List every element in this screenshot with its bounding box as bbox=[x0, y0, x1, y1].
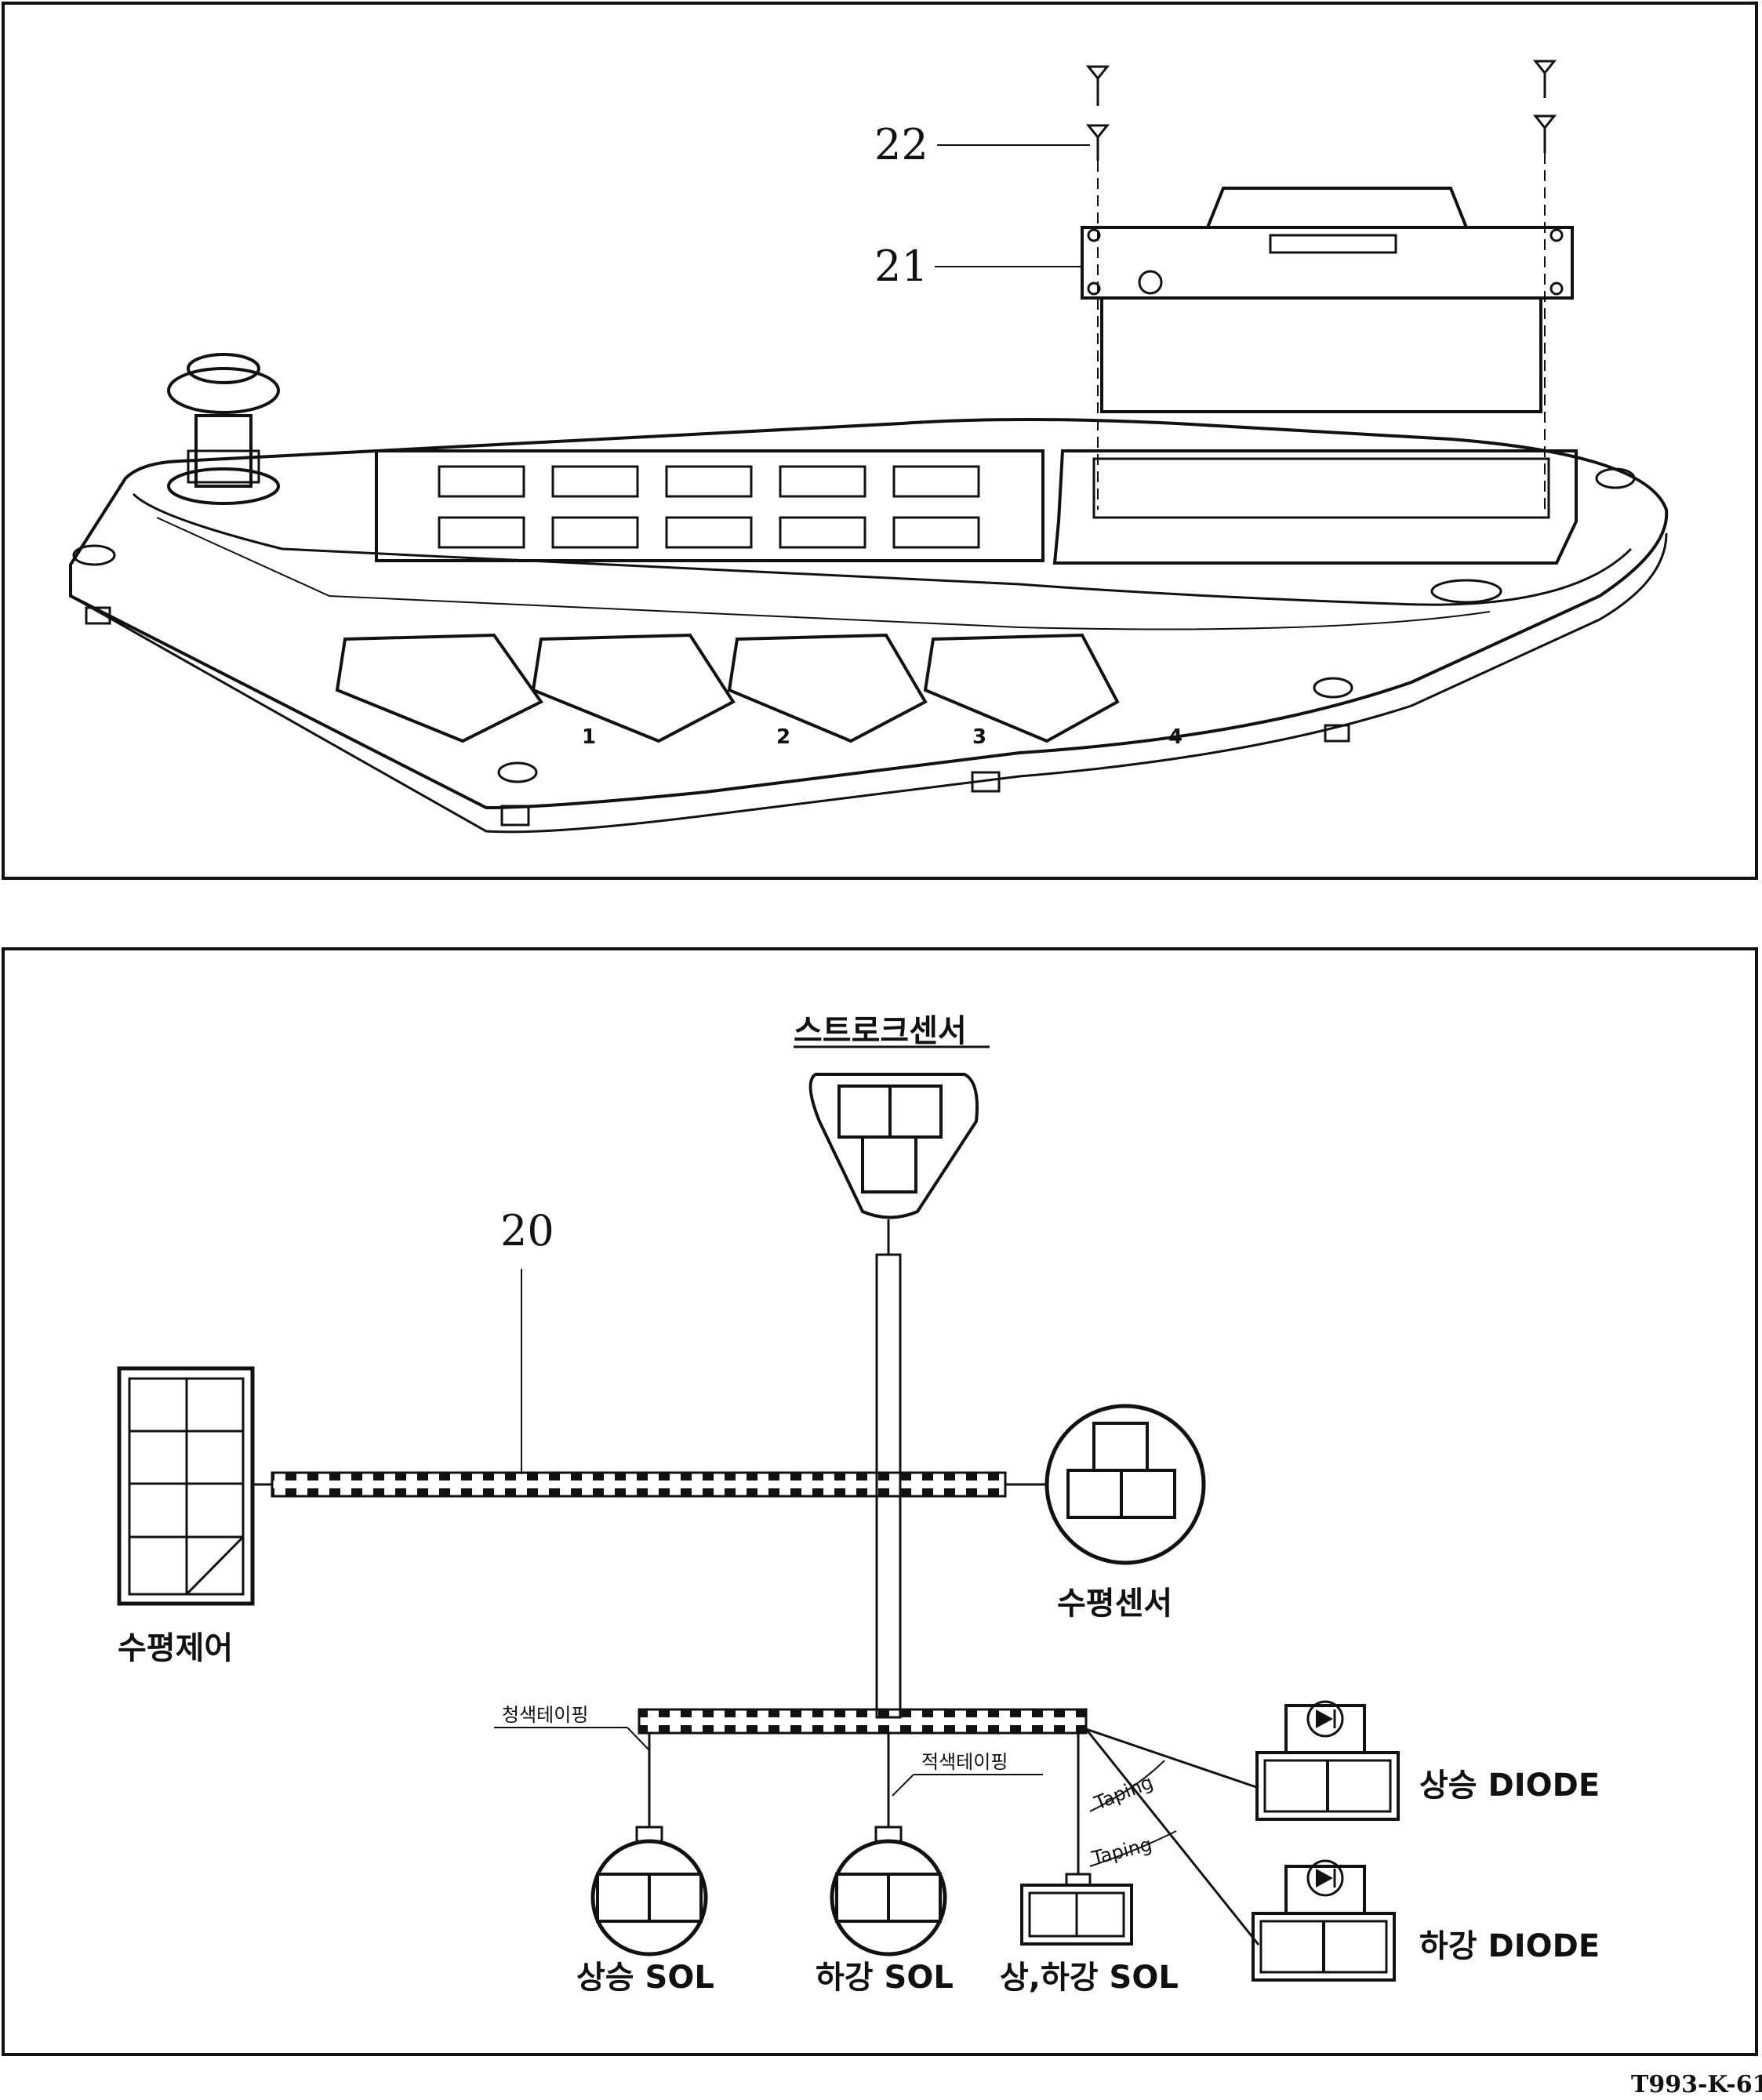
blue-taping-label: 청색테이핑 bbox=[502, 1704, 588, 1726]
panel-switch bbox=[665, 516, 753, 549]
figure-code: T993-K-611B bbox=[1631, 2071, 1762, 2098]
key-label-4: 4 bbox=[1168, 725, 1183, 749]
harness-lower-branch bbox=[638, 1708, 1088, 1735]
horizontal-control-connector: 수평제어 bbox=[117, 1366, 272, 1666]
up-diode-connector: 상승 DIODE bbox=[1255, 1700, 1600, 1821]
callout-21: 21 bbox=[874, 242, 928, 291]
up-sol-label: 상승 SOL bbox=[576, 1960, 714, 1996]
down-diode-connector: 하강 DIODE bbox=[1252, 1859, 1600, 1982]
upper-panel: 1 2 3 4 bbox=[2, 2, 1758, 880]
horizontal-control-label: 수평제어 bbox=[118, 1630, 233, 1666]
up-sol-connector: 상승 SOL bbox=[576, 1826, 714, 1996]
stroke-sensor-label: 스트로크센서 bbox=[794, 1013, 967, 1049]
taping-label-2: Taping bbox=[1089, 1833, 1154, 1869]
lower-panel: 스트로크센서 수평제어 수평센서 bbox=[2, 947, 1758, 2056]
panel-switch bbox=[551, 465, 639, 498]
horizontal-sensor-label: 수평센서 bbox=[1057, 1586, 1172, 1622]
screws bbox=[1085, 60, 1557, 510]
panel-switch bbox=[892, 465, 980, 498]
mounting-bosses bbox=[72, 467, 1636, 827]
horizontal-sensor-connector: 수평센서 bbox=[1005, 1404, 1206, 1622]
harness-horizontal-trunk bbox=[271, 1471, 1007, 1498]
callout-22: 22 bbox=[874, 120, 928, 169]
key-buttons: 1 2 3 4 bbox=[335, 633, 1183, 749]
panel-switch bbox=[892, 516, 980, 549]
down-diode-label: 하강 DIODE bbox=[1419, 1928, 1600, 1964]
red-taping-label: 적색테이핑 bbox=[921, 1751, 1008, 1773]
panel-switch bbox=[779, 465, 866, 498]
panel-switch bbox=[665, 465, 753, 498]
joystick-knob bbox=[167, 353, 280, 505]
callout-20: 20 bbox=[500, 1206, 554, 1255]
module-opening bbox=[1052, 449, 1578, 565]
down-sol-connector: 하강 SOL bbox=[816, 1826, 954, 1996]
panel-switch bbox=[438, 516, 525, 549]
electronic-module bbox=[1081, 187, 1574, 413]
key-label-2: 2 bbox=[776, 725, 790, 749]
console-housing bbox=[69, 418, 1669, 834]
panel-switch bbox=[779, 516, 866, 549]
panel-switch bbox=[438, 465, 525, 498]
panel-switch bbox=[551, 516, 639, 549]
down-sol-label: 하강 SOL bbox=[816, 1960, 954, 1996]
up-diode-label: 상승 DIODE bbox=[1419, 1768, 1600, 1804]
switch-panel bbox=[375, 449, 1044, 562]
key-label-3: 3 bbox=[972, 725, 986, 749]
stroke-sensor-connector: 스트로크센서 bbox=[794, 1013, 990, 1255]
updown-sol-connector: 상,하강 SOL bbox=[1000, 1873, 1179, 1996]
updown-sol-label: 상,하강 SOL bbox=[1000, 1960, 1179, 1996]
harness-vertical-trunk bbox=[875, 1253, 902, 1719]
key-label-1: 1 bbox=[582, 725, 596, 749]
